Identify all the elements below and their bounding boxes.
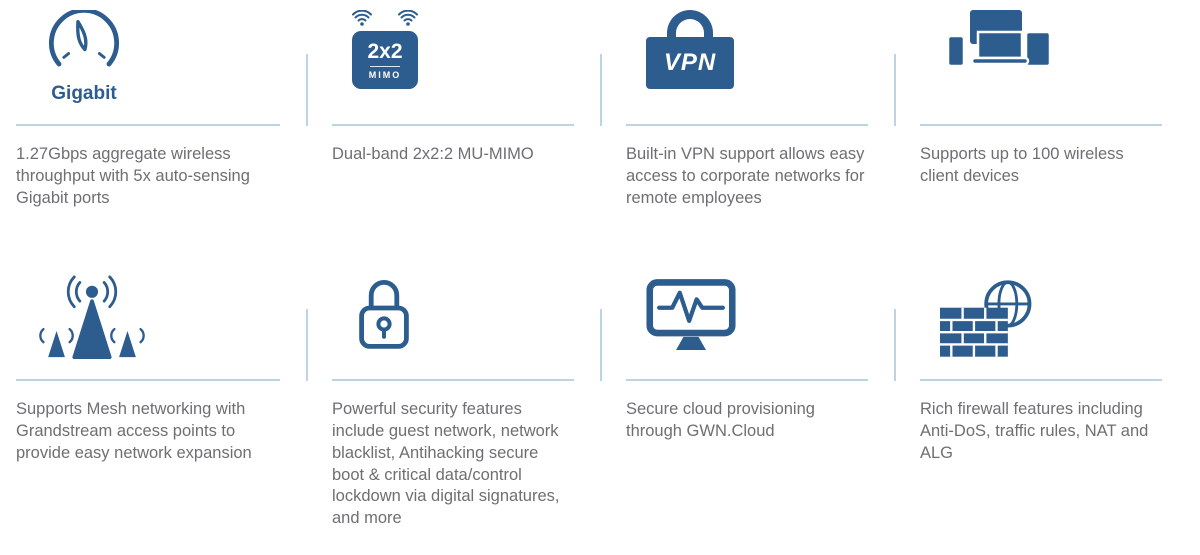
icon-area [16,231,280,382]
firewall-icon [940,280,1032,357]
feature-card-firewall: Rich firewall features including Anti-Do… [894,231,1188,530]
security-lock-icon [359,280,409,350]
feature-card-security: Powerful security features include guest… [306,231,600,530]
mesh-network-icon [39,275,145,360]
feature-description: Built-in VPN support allows easy access … [626,145,865,207]
vpn-lock-icon: VPN [646,10,734,89]
feature-description: Powerful security features include guest… [332,400,560,528]
feature-card-mimo: 2x2 MIMO Dual-band 2x2:2 MU-MIMO [306,6,600,209]
gauge-icon [48,8,120,67]
icon-area: 2x2 MIMO [332,6,574,126]
feature-row-2: Supports Mesh networking with Grandstrea… [12,231,1188,530]
feature-description: Secure cloud provisioning through GWN.Cl… [626,400,815,441]
icon-area [920,231,1162,382]
icon-area: VPN [626,6,868,126]
vpn-label: VPN [663,49,717,76]
mimo-badge-bottom-label: MIMO [368,69,402,80]
devices-icon [946,10,1052,68]
feature-description: Supports up to 100 wireless client devic… [920,145,1124,185]
mimo-badge-top-label: 2x2 [367,39,403,63]
wifi-icon [398,10,418,26]
feature-description: Rich firewall features including Anti-Do… [920,400,1149,462]
icon-area [920,6,1162,126]
vpn-lock-body: VPN [646,37,734,89]
mimo-badge: 2x2 MIMO [352,31,418,89]
icon-area [332,231,574,382]
cloud-monitor-icon [646,279,736,351]
mimo-badge-divider [370,65,400,67]
icon-area: Gigabit [16,6,280,126]
gigabit-label: Gigabit [51,83,117,104]
vpn-lock-shackle [667,10,713,37]
feature-card-gigabit: Gigabit 1.27Gbps aggregate wireless thro… [12,6,306,209]
icon-area [626,231,868,382]
feature-row-1: Gigabit 1.27Gbps aggregate wireless thro… [12,6,1188,209]
wifi-icon [352,10,372,26]
feature-card-mesh: Supports Mesh networking with Grandstrea… [12,231,306,530]
feature-description: Dual-band 2x2:2 MU-MIMO [332,145,534,163]
feature-card-clients: Supports up to 100 wireless client devic… [894,6,1188,209]
feature-card-cloud: Secure cloud provisioning through GWN.Cl… [600,231,894,530]
feature-card-vpn: VPN Built-in VPN support allows easy acc… [600,6,894,209]
mimo-badge-icon: 2x2 MIMO [352,10,418,89]
feature-description: Supports Mesh networking with Grandstrea… [16,400,252,462]
feature-description: 1.27Gbps aggregate wireless throughput w… [16,145,250,207]
